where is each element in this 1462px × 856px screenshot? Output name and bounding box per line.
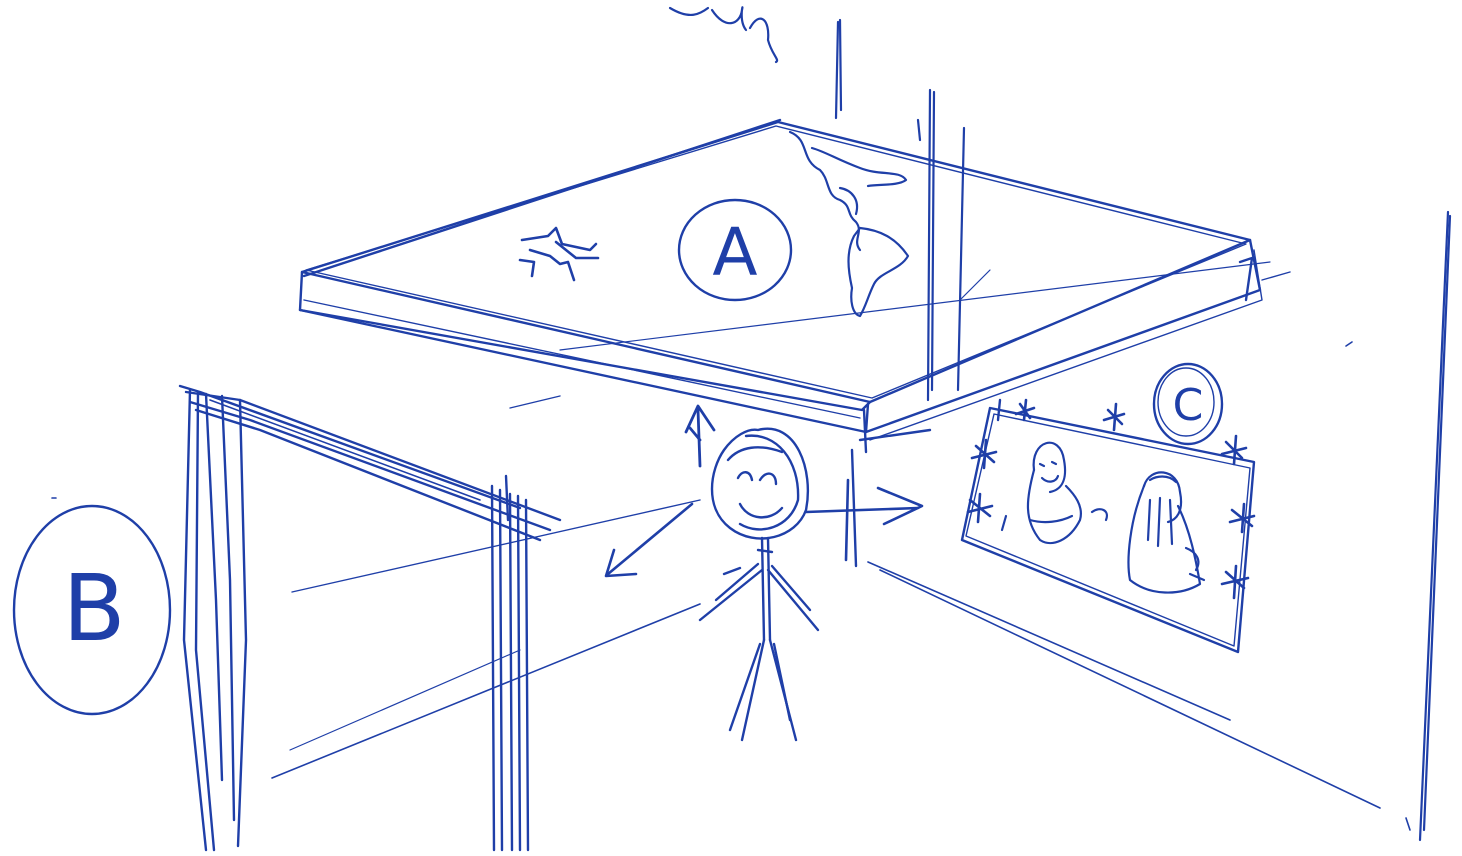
- frame-stars: [968, 400, 1254, 598]
- picture-figure-1: [1002, 443, 1107, 543]
- wall-panel-c: [852, 400, 1380, 808]
- picture-figure-2: [1129, 472, 1204, 592]
- arrow-up-to-a: [686, 406, 714, 466]
- world-map-sketch: [790, 132, 908, 316]
- ceiling-panel-a: [300, 120, 1290, 440]
- label-a: A: [712, 214, 757, 291]
- top-scribble-text: Jar: [688, 17, 720, 42]
- arrow-left-to-b: [606, 504, 692, 576]
- stick-figure: [700, 429, 818, 740]
- top-scribble: [670, 7, 777, 62]
- plane-doodle: [520, 228, 598, 280]
- wall-panel-b: [180, 386, 700, 850]
- label-b: B: [62, 555, 125, 662]
- arrow-right-to-c: [806, 480, 922, 560]
- label-c: C: [1173, 380, 1204, 431]
